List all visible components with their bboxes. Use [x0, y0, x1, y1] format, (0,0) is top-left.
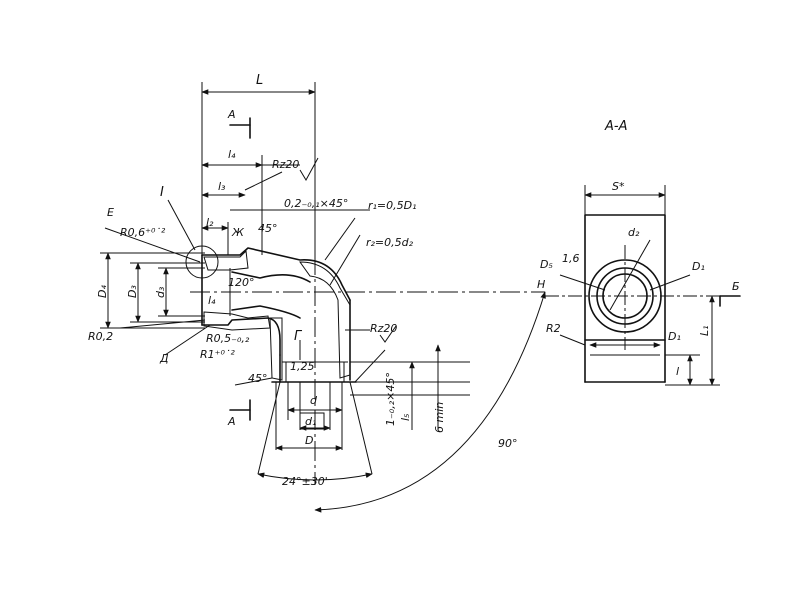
- labels: L A l₄ Rz20 l₃ 0,2₋₀,₁×45° r₁=0,5D₁ r₂=0…: [88, 73, 740, 488]
- label-H: H: [537, 278, 545, 291]
- label-R2: R2: [546, 322, 561, 335]
- label-angle-90: 90°: [498, 437, 518, 450]
- label-d: d: [310, 394, 318, 407]
- E-leader: [104, 227, 201, 263]
- label-D3: D₃: [126, 285, 139, 298]
- label-A-top: A: [227, 108, 236, 121]
- label-angle-24: 24°±30': [282, 475, 328, 488]
- label-l4: l₄: [208, 294, 216, 307]
- section-title: A-A: [604, 119, 627, 134]
- label-L: L: [256, 73, 263, 88]
- label-125: 1,25: [290, 360, 315, 373]
- label-G: Г: [294, 329, 303, 344]
- label-a120: 120°: [228, 276, 255, 289]
- label-D1-sec: D₁: [692, 260, 705, 273]
- label-R1: R1⁺⁰˙²: [200, 348, 235, 361]
- label-D: D: [305, 434, 313, 447]
- inner-bore-bottom: [231, 305, 301, 319]
- label-l5: l₅: [399, 414, 412, 421]
- roughness-symbol-top: [299, 157, 319, 182]
- label-l-sec: l: [676, 365, 679, 378]
- label-r1: r₁=0,5D₁: [368, 199, 417, 212]
- section-view: [545, 185, 741, 386]
- label-r2: r₂=0,5d₂: [366, 236, 414, 249]
- label-a45: 45°: [258, 222, 278, 235]
- label-l2: l₂: [206, 216, 214, 229]
- label-D4: D₄: [96, 285, 109, 298]
- label-d2: d₂: [628, 226, 640, 239]
- label-l4-top: l₄: [228, 148, 236, 161]
- label-d1: d₁: [305, 415, 316, 428]
- label-D-letter: Д: [159, 352, 169, 365]
- label-chamfer-vert: 1₋₀,₂×45°: [384, 372, 397, 426]
- label-l3: l₃: [218, 180, 226, 193]
- label-d3: d₃: [154, 286, 167, 298]
- label-B: Б: [732, 280, 740, 293]
- label-A-bottom: A: [227, 415, 236, 428]
- label-R02: R0,2: [88, 330, 113, 343]
- body-outline-bottom: [201, 317, 281, 356]
- label-D1-bot: D₁: [668, 330, 681, 343]
- body-outline-top: [201, 247, 351, 301]
- main-view: [100, 82, 546, 513]
- hatch-vertical-left: [269, 317, 283, 381]
- hatch-top-left: [203, 249, 249, 271]
- label-S: S*: [612, 180, 625, 193]
- label-6min: 6 min: [433, 402, 446, 433]
- label-I: I: [160, 185, 164, 200]
- label-Rz20-mid: Rz20: [370, 322, 397, 335]
- label-Zh: Ж: [231, 226, 245, 239]
- label-R06: R0,6⁺⁰˙²: [120, 226, 166, 239]
- inner-bore-top: [231, 271, 311, 283]
- label-E: E: [107, 206, 114, 219]
- hatch-bottom-left: [203, 311, 271, 331]
- label-chamfer-top: 0,2₋₀,₁×45°: [284, 197, 348, 210]
- label-a45-low: 45°: [248, 372, 268, 385]
- label-L1: L₁: [698, 325, 711, 336]
- angle-90-arc: [314, 291, 546, 513]
- label-16: 1,6: [562, 252, 580, 265]
- label-R05: R0,5₋₀,₂: [206, 332, 250, 345]
- label-D5: D₅: [540, 258, 553, 271]
- label-Rz20-top: Rz20: [272, 158, 299, 171]
